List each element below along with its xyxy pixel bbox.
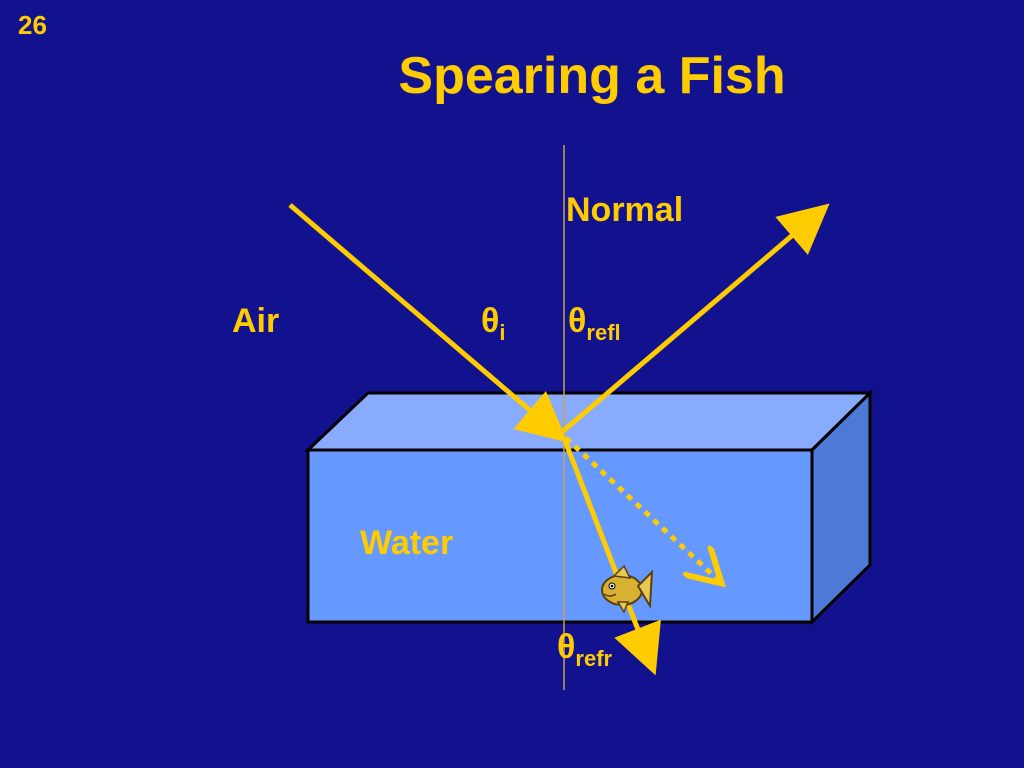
reflected-ray [560, 203, 830, 434]
air-label: Air [232, 302, 280, 340]
water-tank [304, 389, 874, 626]
water-front-face [306, 448, 814, 624]
theta-symbol: θ [557, 628, 576, 666]
water-top-face [304, 391, 874, 452]
incident-subscript: i [499, 320, 506, 345]
refracted-ray [561, 437, 661, 676]
theta-refracted-label: θrefr [557, 628, 612, 670]
water-label: Water [360, 524, 454, 562]
theta-reflected-label: θrefl [568, 302, 621, 344]
slide-number: 26 [18, 10, 47, 40]
theta-incident-label: θi [481, 302, 506, 344]
normal-label: Normal [566, 191, 684, 229]
slide-title: Spearing a Fish [398, 47, 786, 105]
reflected-subscript: refl [586, 320, 621, 345]
incident-ray [288, 203, 568, 443]
apparent-ray-dotted [564, 436, 718, 580]
fish-icon [601, 564, 654, 614]
theta-symbol: θ [481, 302, 500, 340]
refracted-subscript: refr [575, 646, 613, 671]
theta-symbol: θ [568, 302, 587, 340]
